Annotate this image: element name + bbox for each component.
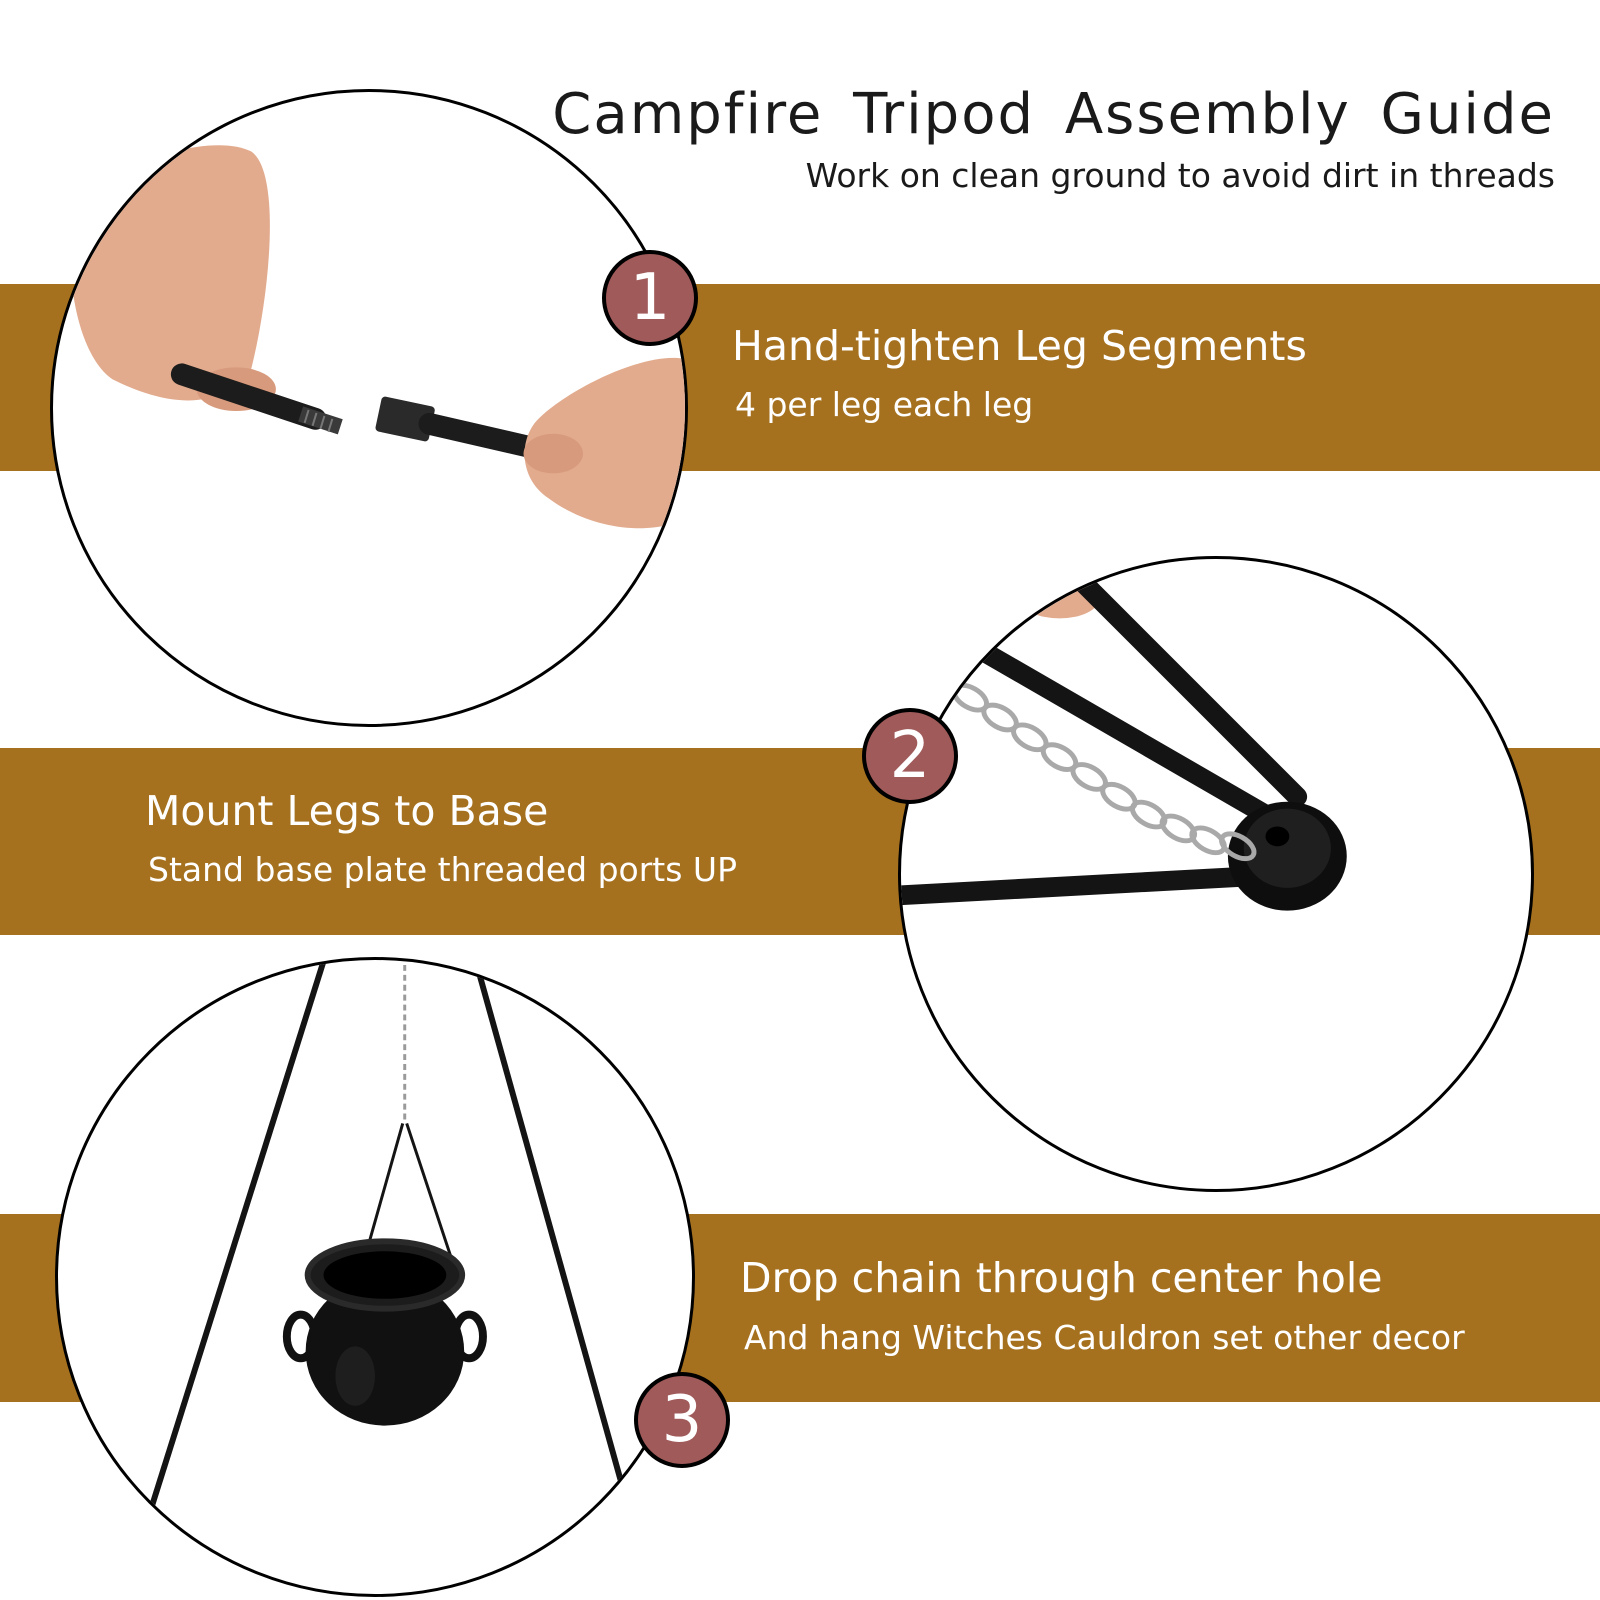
tripod-legs <box>901 568 1308 906</box>
step-2-photo <box>898 556 1534 1192</box>
base-plate <box>1227 801 1347 911</box>
cauldron <box>282 1238 487 1426</box>
step-2-number-badge: 2 <box>862 708 958 804</box>
step-1-number-badge: 1 <box>602 250 698 346</box>
step-2-subtitle: Stand base plate threaded ports UP <box>148 850 737 889</box>
base-mount-illustration <box>901 568 1347 911</box>
step-3-subtitle: And hang Witches Cauldron set other deco… <box>744 1318 1465 1357</box>
cauldron-hanging-illustration <box>124 960 656 1594</box>
step-1-title: Hand-tighten Leg Segments <box>732 322 1307 370</box>
page-title: Campfire Tripod Assembly Guide <box>552 82 1555 147</box>
leg-segments-illustration <box>70 145 685 529</box>
page-subtitle: Work on clean ground to avoid dirt in th… <box>805 156 1555 195</box>
step-3-photo <box>55 957 695 1597</box>
step-1-photo <box>50 89 688 727</box>
step-2-title: Mount Legs to Base <box>145 787 549 835</box>
step-3-title: Drop chain through center hole <box>740 1254 1383 1302</box>
leg-segment-threaded <box>170 363 343 435</box>
step-3-number-badge: 3 <box>634 1372 730 1468</box>
chain <box>951 682 1257 862</box>
right-hand <box>523 358 685 529</box>
step-1-subtitle: 4 per leg each leg <box>735 385 1034 424</box>
